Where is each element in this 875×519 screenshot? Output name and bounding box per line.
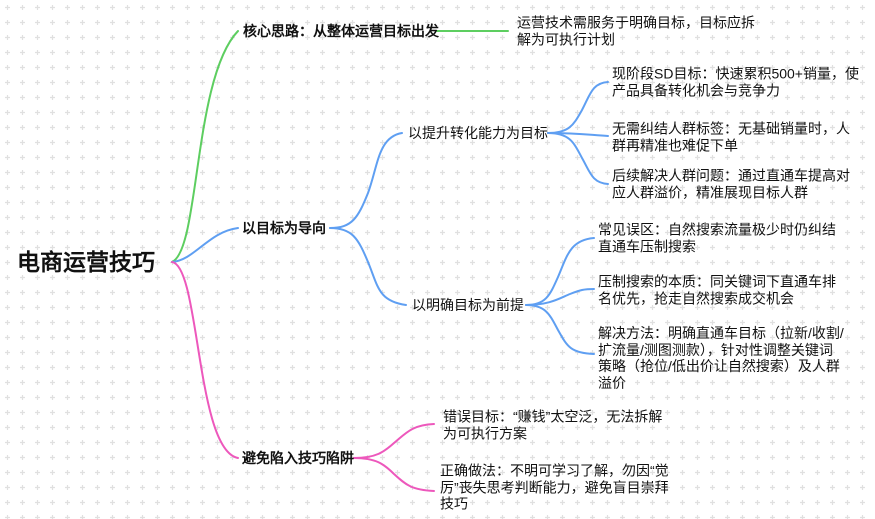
leaf-solution-method[interactable]: 解决方法：明确直通车目标（拉新/收割/ 扩流量/测图测款），针对性调整关键词 策…	[598, 325, 844, 391]
connector-cleargoal-leaf2	[525, 288, 595, 306]
leaf-core-detail[interactable]: 运营技术需服务于明确目标，目标应拆 解为可执行计划	[517, 14, 755, 48]
branch-core-idea[interactable]: 核心思路：从整体运营目标出发	[243, 22, 439, 39]
connector-trap-leaf2	[353, 457, 435, 492]
connector-trap-leaf1	[353, 423, 435, 459]
connector-cleargoal-leaf1	[525, 237, 595, 306]
leaf-wrong-goal[interactable]: 错误目标：“赚钱”太空泛，无法拆解 为可执行方案	[443, 408, 663, 442]
connector-goal-conversion	[329, 132, 403, 229]
leaf-no-audience-label[interactable]: 无需纠结人群标签：无基础销量时，人 群再精准也难促下单	[612, 120, 850, 154]
subbranch-clear-goal[interactable]: 以明确目标为前提	[412, 296, 524, 313]
connector-root-core	[171, 30, 239, 263]
leaf-audience-later[interactable]: 后续解决人群问题：通过直通车提高对 应人群溢价，精准展现目标人群	[612, 167, 850, 201]
connector-root-trap	[171, 261, 239, 459]
branch-goal-oriented[interactable]: 以目标为导向	[242, 219, 326, 236]
branch-avoid-trap[interactable]: 避免陷入技巧陷阱	[242, 449, 354, 466]
connector-goal-cleargoal	[329, 227, 407, 306]
connector-cleargoal-leaf3	[525, 304, 595, 355]
connector-conversion-leaf3	[547, 132, 609, 185]
leaf-common-mistake[interactable]: 常见误区：自然搜索流量极少时仍纠结 直通车压制搜索	[598, 221, 836, 255]
subbranch-boost-conversion[interactable]: 以提升转化能力为目标	[408, 124, 548, 141]
connector-conversion-leaf1	[547, 81, 609, 134]
root-node[interactable]: 电商运营技巧	[17, 248, 155, 275]
leaf-suppress-search-essence[interactable]: 压制搜索的本质：同关键词下直通车排 名优先，抢走自然搜索成交机会	[598, 273, 836, 307]
leaf-right-approach[interactable]: 正确做法：不明可学习了解，勿因“觉 厉”丧失思考判断能力，避免盲目崇拜 技巧	[440, 462, 669, 512]
connector-root-goal	[171, 227, 239, 263]
leaf-sd-goal[interactable]: 现阶段SD目标：快速累积500+销量，使 产品具备转化机会与竞争力	[612, 65, 859, 99]
